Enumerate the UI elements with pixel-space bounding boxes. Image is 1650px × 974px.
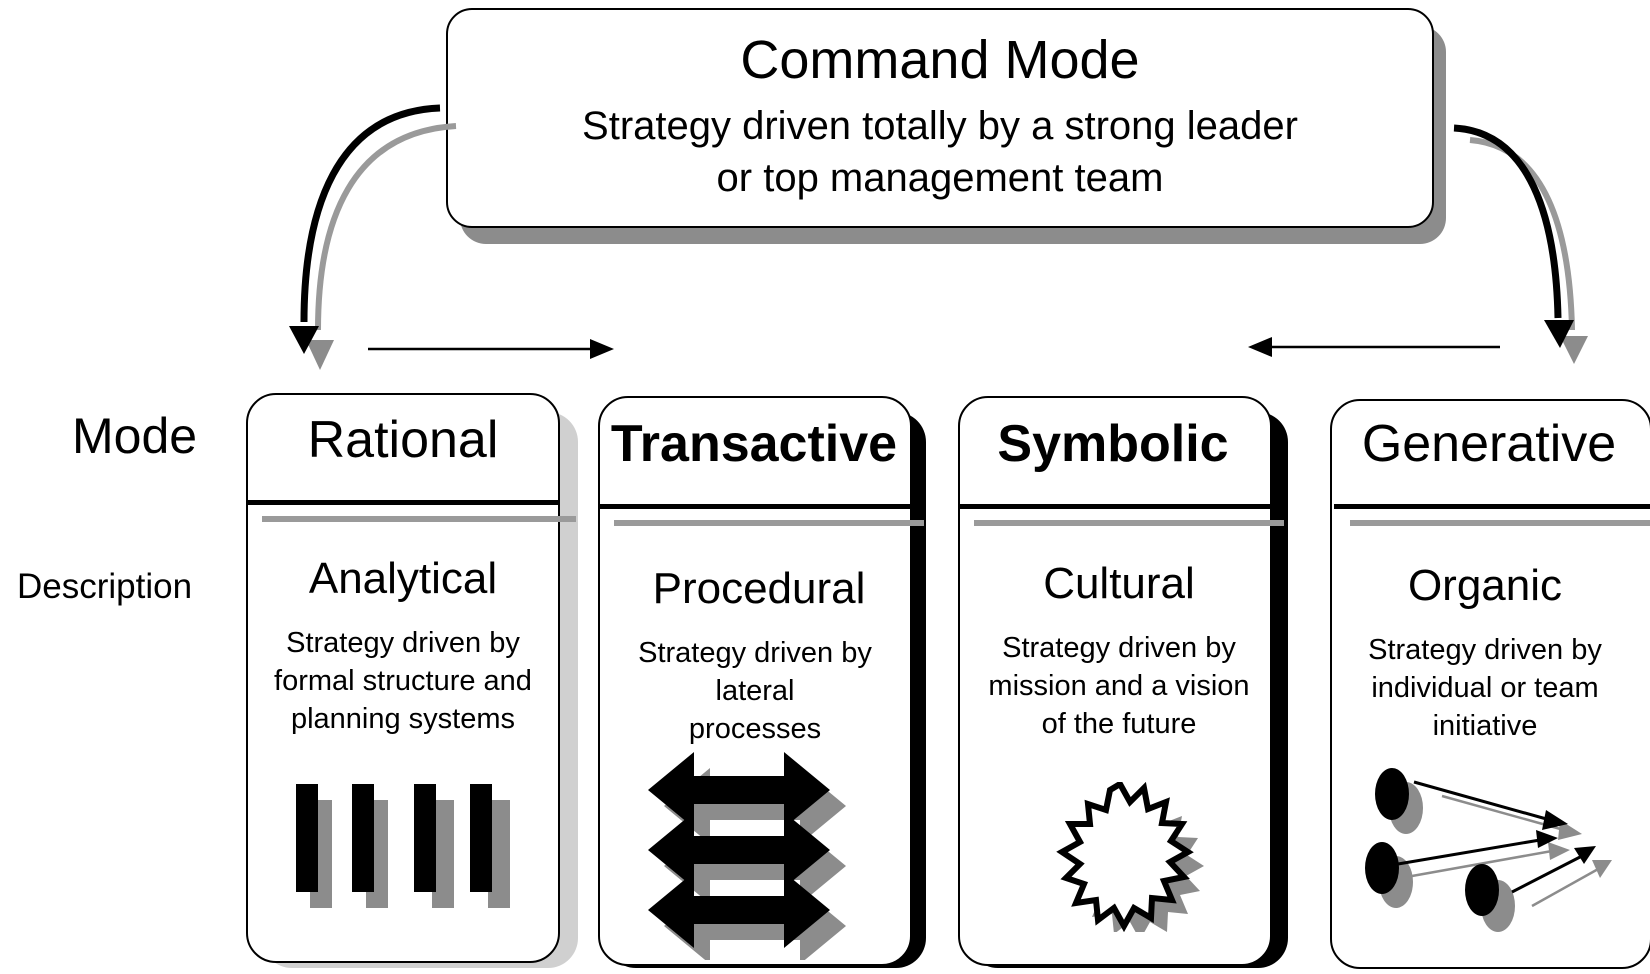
card-rational-description: Strategy driven by formal structure and … [274, 627, 532, 735]
card-symbolic-description: Strategy driven by mission and a vision … [988, 632, 1250, 740]
card-rational-divider [248, 500, 558, 505]
starburst-icon [1056, 782, 1204, 932]
card-symbolic-divider-shadow [974, 520, 1284, 526]
card-symbolic-subtitle: Cultural [1043, 559, 1195, 608]
command-mode-title: Command Mode [740, 30, 1140, 90]
left-curve-arrow [300, 104, 441, 323]
card-transactive-subtitle: Procedural [652, 564, 866, 613]
right-curve-arrowhead-shadow [1560, 336, 1588, 364]
scattered-arrows-icon [1365, 768, 1612, 932]
card-rational-divider-shadow [262, 516, 576, 522]
vertical-bars-icon [296, 784, 510, 908]
left-curve-arrowhead [289, 326, 319, 354]
card-transactive-title: Transactive [610, 415, 898, 473]
card-transactive-description: Strategy driven by lateral processes [638, 637, 872, 745]
card-symbolic-divider [960, 504, 1270, 509]
card-generative-subtitle: Organic [1407, 561, 1563, 610]
right-curve-arrow-shadow [1469, 137, 1575, 331]
right-pointing-arrowhead [590, 339, 614, 359]
card-generative-description: Strategy driven by individual or team in… [1368, 634, 1602, 742]
card-transactive-divider [600, 504, 910, 509]
card-symbolic-title: Symbolic [997, 415, 1229, 473]
double-arrows-icon [648, 752, 846, 960]
card-generative-divider-shadow [1350, 520, 1650, 526]
row-label-description: Description [17, 567, 193, 606]
command-mode-description: Strategy driven totally by a strong lead… [582, 104, 1298, 200]
command-mode-box [446, 8, 1434, 228]
card-transactive-divider-shadow [614, 520, 924, 526]
left-pointing-arrowhead [1248, 337, 1272, 357]
card-generative-title: Generative [1361, 415, 1617, 473]
card-rational-subtitle: Analytical [308, 554, 498, 603]
row-label-mode: Mode [72, 408, 198, 464]
left-curve-arrow-shadow [315, 123, 457, 331]
left-curve-arrowhead-shadow [306, 340, 334, 370]
right-curve-arrow [1453, 124, 1562, 319]
card-generative-divider [1334, 504, 1650, 509]
card-rational-title: Rational [307, 411, 499, 469]
right-curve-arrowhead [1544, 320, 1574, 348]
